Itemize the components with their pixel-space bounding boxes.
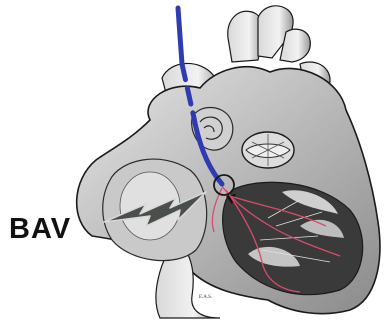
artist-signature: E.A.S. bbox=[199, 295, 212, 300]
aortic-valve bbox=[242, 132, 294, 168]
bav-label: BAV bbox=[9, 213, 71, 246]
